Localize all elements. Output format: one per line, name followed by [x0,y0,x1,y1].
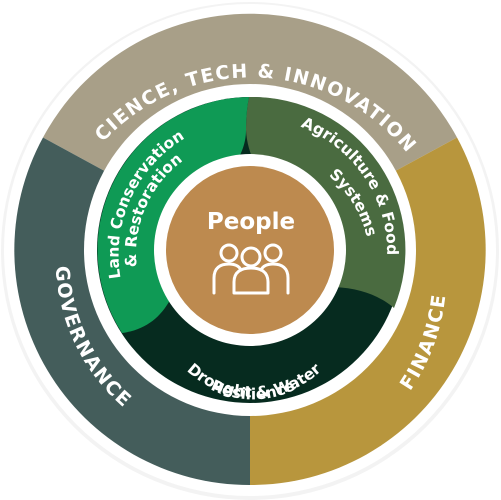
center-circle [166,166,334,334]
center-title: People [207,209,295,235]
people-group-icon [212,243,290,295]
